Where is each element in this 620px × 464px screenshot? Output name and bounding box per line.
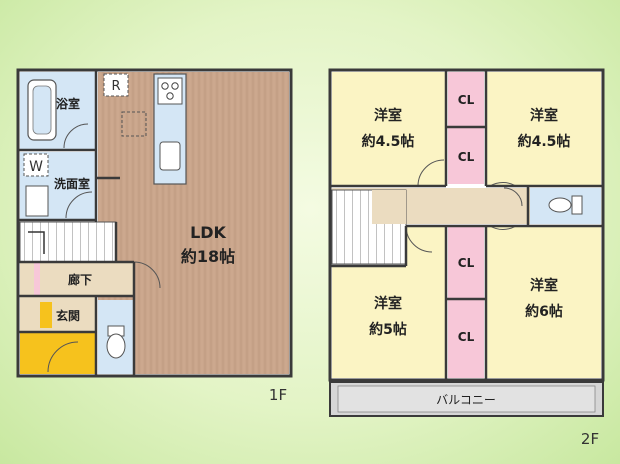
ldk-door-swing (133, 261, 161, 289)
entrance-door-swing (47, 341, 79, 373)
room-nw-label: 洋室 (374, 107, 402, 124)
bath-label: 浴室 (56, 96, 80, 111)
balcony-label: バルコニー (436, 393, 496, 407)
hallway-closet (34, 262, 40, 296)
refrigerator-space (103, 73, 129, 97)
room-ne (486, 72, 601, 186)
closet-label-2: CL (458, 150, 475, 164)
stair-arrow (28, 231, 45, 254)
washer-mark: W (29, 159, 43, 175)
floor2-label: 2F (581, 430, 599, 448)
room-sw-size: 約5帖 (369, 321, 407, 338)
room-se-label: 洋室 (530, 277, 558, 294)
room-ne-label: 洋室 (530, 107, 558, 124)
interior-walls-2f (330, 70, 603, 380)
washroom-door-swing (65, 191, 93, 219)
room-se (486, 226, 601, 378)
floor-1: 浴室 洗面室 W R LDK 約18帖 廊下 玄関 1F (16, 68, 293, 404)
floor-2: 洋室 約4.5帖 洋室 約4.5帖 洋室 約5帖 洋室 約6帖 CL CL CL… (328, 68, 605, 448)
hallway-label: 廊下 (68, 272, 92, 287)
room-sw-notch (406, 226, 446, 266)
bath-door-swing (63, 123, 89, 149)
balcony-inner (337, 385, 596, 413)
room-se-size: 約6帖 (525, 303, 563, 320)
bathtub-inner (32, 85, 52, 135)
vanity-icon (25, 185, 49, 217)
toilet-icon (106, 333, 126, 359)
storage-dotted (121, 111, 147, 137)
room-nw (332, 72, 446, 186)
room-sw (332, 266, 446, 378)
entrance-label: 玄関 (56, 308, 80, 323)
ldk-size: 約18帖 (181, 247, 235, 266)
staircase-1f (19, 221, 117, 263)
closet-label-1: CL (458, 93, 475, 107)
landing (372, 190, 406, 224)
stove-icon (157, 77, 183, 105)
refrigerator-mark: R (111, 79, 120, 94)
closet-bottom-1 (448, 226, 484, 298)
interior-walls-1f (18, 70, 136, 376)
closet-label-3: CL (458, 256, 475, 270)
closet-top-2 (448, 128, 484, 184)
washer-space (23, 153, 49, 177)
room-sw-label: 洋室 (374, 295, 402, 312)
toilet-2f-icon (548, 197, 572, 213)
room-nw-size: 約4.5帖 (362, 133, 415, 150)
floor1-label: 1F (269, 386, 287, 404)
ldk-label: LDK (190, 223, 226, 242)
toilet-2f-tank (571, 195, 583, 215)
entrance-hall (20, 296, 96, 332)
closet-label-4: CL (458, 330, 475, 344)
entrance-floor (20, 332, 96, 374)
washroom-label: 洗面室 (54, 176, 90, 191)
room-ne-size: 約4.5帖 (518, 133, 571, 150)
shoe-box (40, 302, 52, 328)
closet-top-1 (448, 72, 484, 126)
sink-icon (159, 141, 181, 171)
closet-bottom-2 (448, 300, 484, 378)
